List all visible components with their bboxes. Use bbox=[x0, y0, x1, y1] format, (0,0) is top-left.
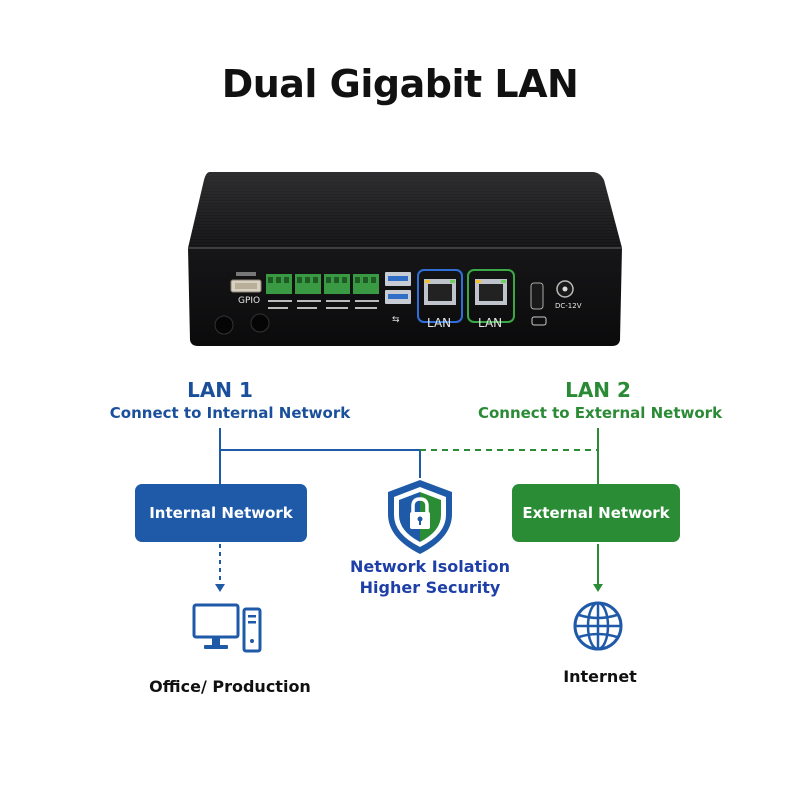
security-line-1: Network Isolation bbox=[349, 557, 511, 576]
lan1-subtitle: Connect to Internal Network bbox=[109, 404, 351, 422]
lan1-title: LAN 1 bbox=[187, 378, 253, 402]
internal-network-box: Internal Network bbox=[135, 484, 307, 542]
internet-label: Internet bbox=[563, 667, 637, 686]
power-label: DC-12V bbox=[555, 302, 582, 310]
gpio-label: GPIO bbox=[238, 296, 261, 306]
lan2-subtitle: Connect to External Network bbox=[477, 404, 723, 422]
security-line-2: Higher Security bbox=[359, 578, 501, 597]
globe-icon bbox=[573, 601, 623, 651]
lan2-title: LAN 2 bbox=[565, 378, 631, 402]
security-text: Network Isolation Higher Security bbox=[330, 556, 530, 598]
shield-lock-icon bbox=[388, 480, 452, 554]
office-production-label: Office/ Production bbox=[149, 677, 311, 696]
mini-pc-device: ⇆ GPIO LAN LAN DC-12V bbox=[0, 0, 800, 360]
lan-port-1-label: LAN bbox=[427, 316, 452, 330]
svg-text:⇆: ⇆ bbox=[392, 315, 400, 325]
computer-icon bbox=[192, 603, 262, 653]
lan-port-2-label: LAN bbox=[478, 316, 503, 330]
external-network-box: External Network bbox=[512, 484, 680, 542]
page-title: Dual Gigabit LAN bbox=[221, 62, 579, 106]
